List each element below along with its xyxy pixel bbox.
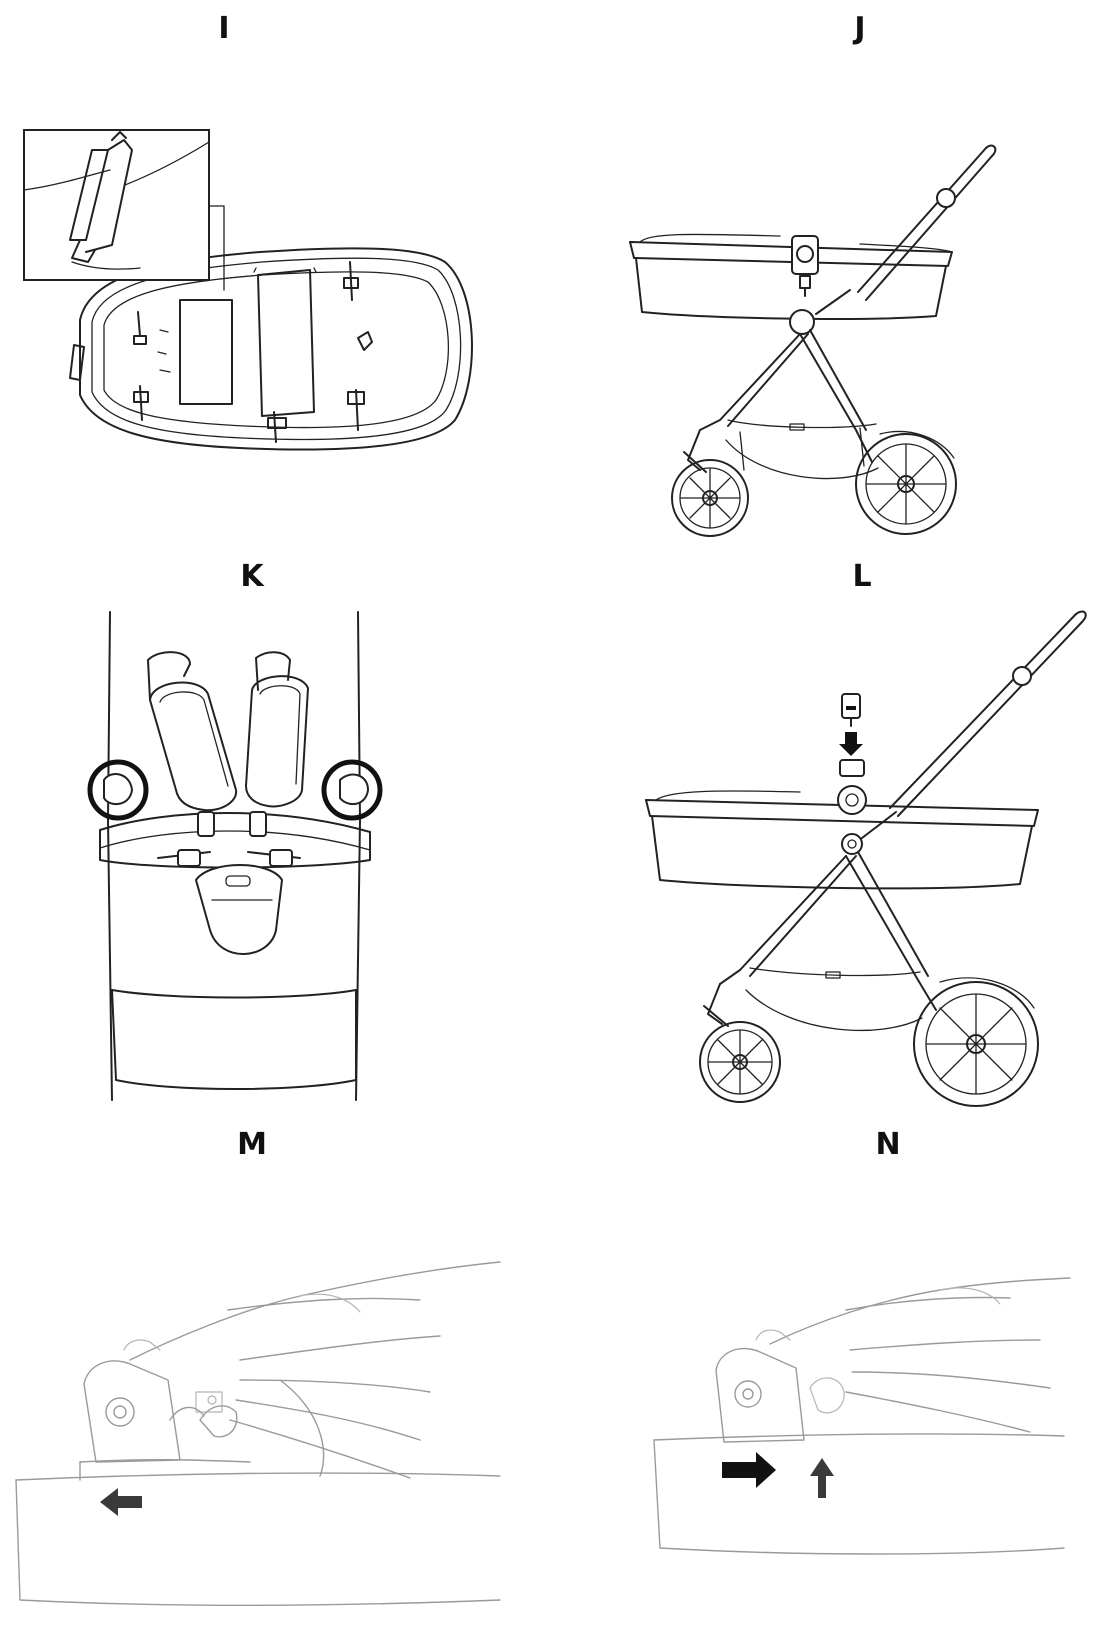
figure-k-seat-harness	[87, 611, 383, 1101]
figure-l-stroller-adapter	[645, 610, 1087, 1107]
right-highlight-circle	[321, 759, 383, 821]
step-label-m: M	[237, 1127, 267, 1162]
step-label-l: L	[852, 559, 872, 594]
step-label-i: I	[218, 11, 230, 46]
figure-j-stroller-carrycot	[629, 144, 997, 537]
step-label-k: K	[240, 559, 264, 594]
left-highlight-circle	[87, 759, 149, 821]
figure-m-release-detail	[15, 1261, 501, 1606]
step-label-n: N	[875, 1127, 901, 1162]
figure-n-release-detail	[653, 1277, 1071, 1555]
figure-i-carrycot-top-view	[23, 129, 473, 451]
step-label-j: J	[854, 11, 866, 46]
